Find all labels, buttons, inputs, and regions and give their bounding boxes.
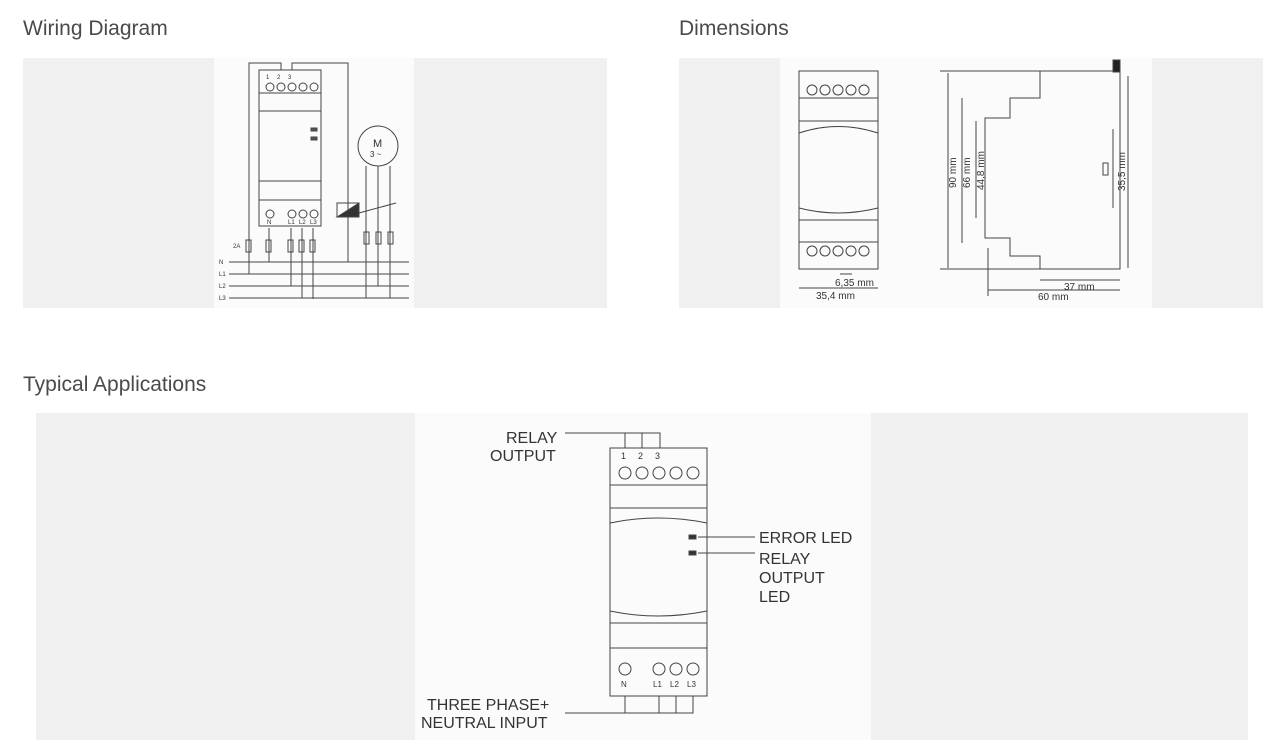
width-dim: 35,4 mm — [816, 291, 855, 302]
line-l1: L1 — [219, 272, 226, 278]
app-terminal-3: 3 — [655, 451, 660, 461]
relay-led-label-2: OUTPUT — [759, 570, 825, 587]
terminal-n: N — [267, 220, 271, 226]
relay-led-label-1: RELAY — [759, 551, 811, 568]
terminal-l1: L1 — [288, 220, 295, 226]
input-label-2: NEUTRAL INPUT — [421, 715, 548, 732]
applications-image: 1 2 3 N L1 L2 L3 RELAY OUTPUT ERROR LED … — [415, 413, 871, 740]
fuse-label: 2A — [233, 244, 240, 250]
app-terminal-l3: L3 — [687, 680, 696, 689]
dimensions-heading: Dimensions — [679, 17, 789, 40]
motor-label: M — [373, 138, 382, 150]
input-label-1: THREE PHASE+ — [427, 697, 549, 714]
app-terminal-1: 1 — [621, 451, 626, 461]
depth-60-dim: 60 mm — [1038, 292, 1069, 303]
applications-panel: 1 2 3 N L1 L2 L3 RELAY OUTPUT ERROR LED … — [36, 413, 1248, 740]
terminal-l3: L3 — [310, 220, 317, 226]
depth-37-dim: 37 mm — [1064, 282, 1095, 293]
height-35-dim: 35,5 mm — [1117, 152, 1128, 191]
typical-applications-heading: Typical Applications — [23, 373, 207, 396]
height-90-dim: 90 mm — [948, 157, 959, 188]
error-led-label: ERROR LED — [759, 530, 852, 547]
app-terminal-2: 2 — [638, 451, 643, 461]
line-l2: L2 — [219, 284, 226, 290]
motor-sub-label: 3 ~ — [370, 150, 382, 159]
relay-led-label-3: LED — [759, 589, 790, 606]
fuse-icons — [245, 231, 394, 253]
line-n: N — [219, 260, 223, 266]
terminal-3: 3 — [288, 75, 292, 81]
relay-output-label-1: RELAY — [506, 430, 558, 447]
wiring-diagram-heading: Wiring Diagram — [23, 17, 168, 40]
terminal-1: 1 — [266, 75, 270, 81]
wiring-panel: 1 2 3 N L1 L2 L3 2A M 3 ~ N L1 L2 L3 — [23, 58, 607, 308]
app-terminal-l1: L1 — [653, 680, 662, 689]
pitch-dim: 6,35 mm — [835, 278, 874, 289]
line-l3: L3 — [219, 296, 226, 302]
app-terminal-n: N — [621, 680, 627, 689]
height-44-dim: 44,8 mm — [976, 151, 987, 190]
relay-output-label-2: OUTPUT — [490, 448, 556, 465]
terminal-2: 2 — [277, 75, 281, 81]
app-terminal-l2: L2 — [670, 680, 679, 689]
wiring-diagram-image: 1 2 3 N L1 L2 L3 2A M 3 ~ N L1 L2 L3 — [214, 58, 414, 308]
dimensions-panel: 6,35 mm 35,4 mm 90 mm 66 mm 44,8 mm 35,5… — [679, 58, 1263, 308]
height-66-dim: 66 mm — [962, 157, 973, 188]
terminal-l2: L2 — [299, 220, 306, 226]
dimensions-image: 6,35 mm 35,4 mm 90 mm 66 mm 44,8 mm 35,5… — [780, 58, 1152, 308]
relay-coil-icon — [335, 202, 360, 218]
